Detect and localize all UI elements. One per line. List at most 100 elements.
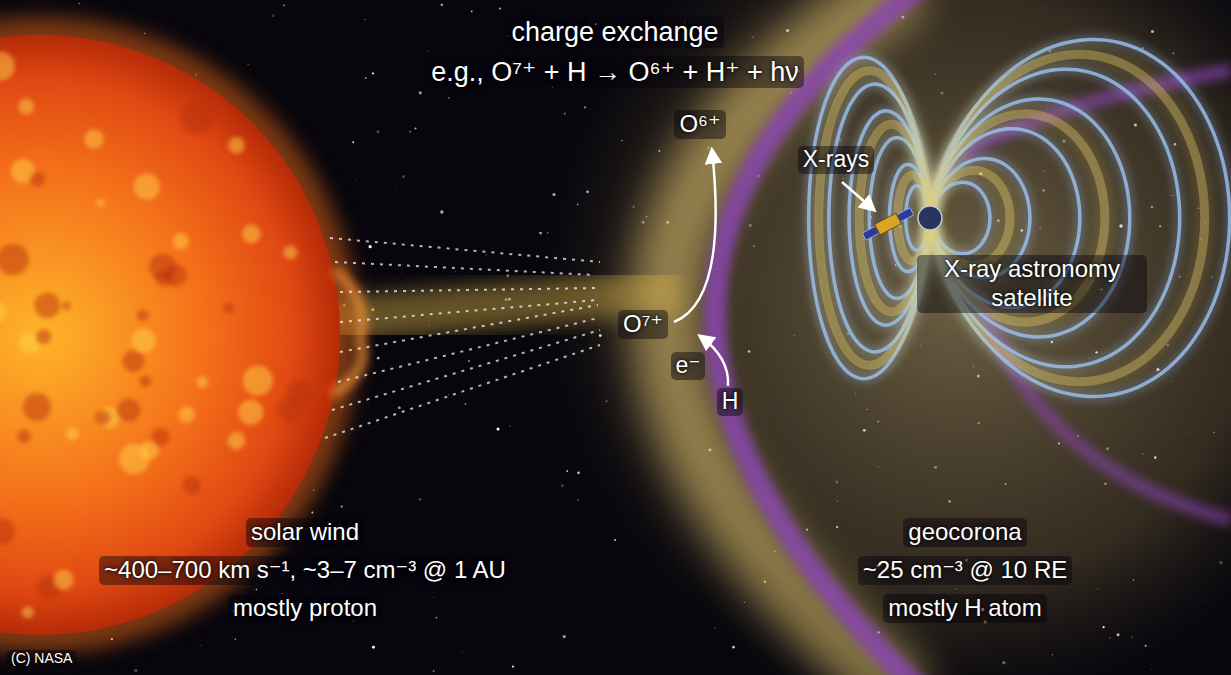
field-line-glow: [809, 57, 930, 378]
atom-label: H: [717, 388, 744, 416]
star: [401, 264, 403, 266]
star: [144, 33, 145, 34]
star: [372, 72, 374, 74]
sun-granule: [34, 292, 60, 318]
star: [235, 639, 237, 641]
solar-wind-stats: ~400–700 km s⁻¹, ~3–7 cm⁻³ @ 1 AU: [99, 556, 511, 585]
star: [577, 499, 578, 500]
sun-granule: [283, 246, 297, 260]
star: [419, 498, 422, 501]
star: [427, 50, 428, 51]
sun-granule: [0, 244, 29, 276]
star: [561, 569, 563, 571]
solar-wind-lines: [325, 238, 600, 438]
star: [341, 505, 343, 507]
x-ray-arrow: [842, 182, 874, 210]
sun-granule: [0, 518, 15, 544]
composition-note: mostly H atom: [883, 594, 1046, 623]
star: [433, 670, 435, 672]
electron-label: e⁻: [671, 352, 706, 380]
sun-granule: [22, 606, 34, 618]
star: [419, 91, 422, 94]
star: [200, 644, 202, 646]
star: [561, 484, 564, 487]
star: [577, 472, 580, 475]
sun-granule: [0, 52, 15, 81]
sun-granule: [117, 399, 140, 422]
star: [462, 652, 463, 653]
star: [409, 131, 410, 132]
star: [247, 64, 248, 65]
field-line: [819, 71, 930, 366]
star: [372, 646, 375, 649]
star: [1151, 669, 1153, 671]
star: [471, 11, 473, 13]
heading: charge exchange: [506, 16, 723, 48]
geocorona-stats: ~25 cm⁻³ @ 10 RE: [858, 556, 1072, 585]
charge-exchange-arrow: [674, 150, 716, 322]
magnetic-field-lines: [809, 39, 1230, 396]
sun-granule: [227, 432, 245, 450]
star: [441, 4, 443, 6]
star: [486, 254, 487, 255]
sun-granule: [97, 199, 105, 207]
credit-watermark: (C) NASA: [6, 650, 77, 667]
star: [496, 427, 499, 430]
star: [465, 403, 467, 405]
sun-granule: [178, 406, 195, 423]
star: [468, 360, 470, 362]
sun-granule: [30, 172, 45, 187]
star: [398, 406, 401, 409]
satellite-label: X-ray astronomy satellite: [917, 255, 1147, 313]
star: [566, 470, 568, 472]
field-line-glow: [930, 54, 1204, 381]
star: [509, 426, 510, 427]
star: [364, 19, 365, 20]
star: [436, 617, 438, 619]
field-line-glow: [819, 71, 930, 366]
star: [256, 589, 258, 591]
star: [79, 3, 80, 4]
sun-granule: [181, 103, 213, 135]
sun-granule: [122, 350, 144, 372]
sun-granule: [139, 376, 151, 388]
sun-granule: [18, 99, 34, 115]
star: [414, 127, 416, 129]
sun-granule: [196, 376, 208, 388]
field-line-glow: [931, 39, 1230, 396]
region-label: solar wind: [246, 518, 364, 547]
sun-granule: [36, 329, 51, 344]
star: [455, 271, 456, 272]
sun-granule: [62, 302, 71, 311]
star: [614, 539, 616, 541]
star: [352, 141, 354, 143]
sun-granule: [17, 430, 31, 444]
sun-granule: [243, 366, 273, 396]
field-line: [809, 57, 930, 378]
sun-granule: [242, 224, 261, 243]
sun-granule: [182, 476, 201, 495]
x-ray-label: X-rays: [798, 146, 874, 174]
star: [365, 77, 366, 78]
region-label: geocorona: [903, 518, 1026, 547]
sun-granule: [132, 329, 156, 353]
sun-granule: [224, 303, 235, 314]
star: [539, 232, 542, 235]
sun-granule: [23, 393, 51, 421]
sun-granule: [286, 380, 313, 407]
sun-granule: [66, 428, 78, 440]
earth: [918, 206, 942, 230]
star: [448, 97, 450, 99]
sun-granule: [84, 129, 104, 149]
star: [732, 646, 735, 649]
star: [311, 511, 313, 513]
sun-granule: [228, 137, 245, 154]
sun-granule: [134, 174, 160, 200]
star: [497, 602, 499, 604]
sun-granule: [53, 570, 73, 590]
star: [431, 276, 433, 278]
star: [591, 577, 593, 579]
sun-granule: [156, 270, 173, 287]
star: [283, 4, 285, 6]
ion-label: O⁶⁺: [674, 110, 725, 139]
